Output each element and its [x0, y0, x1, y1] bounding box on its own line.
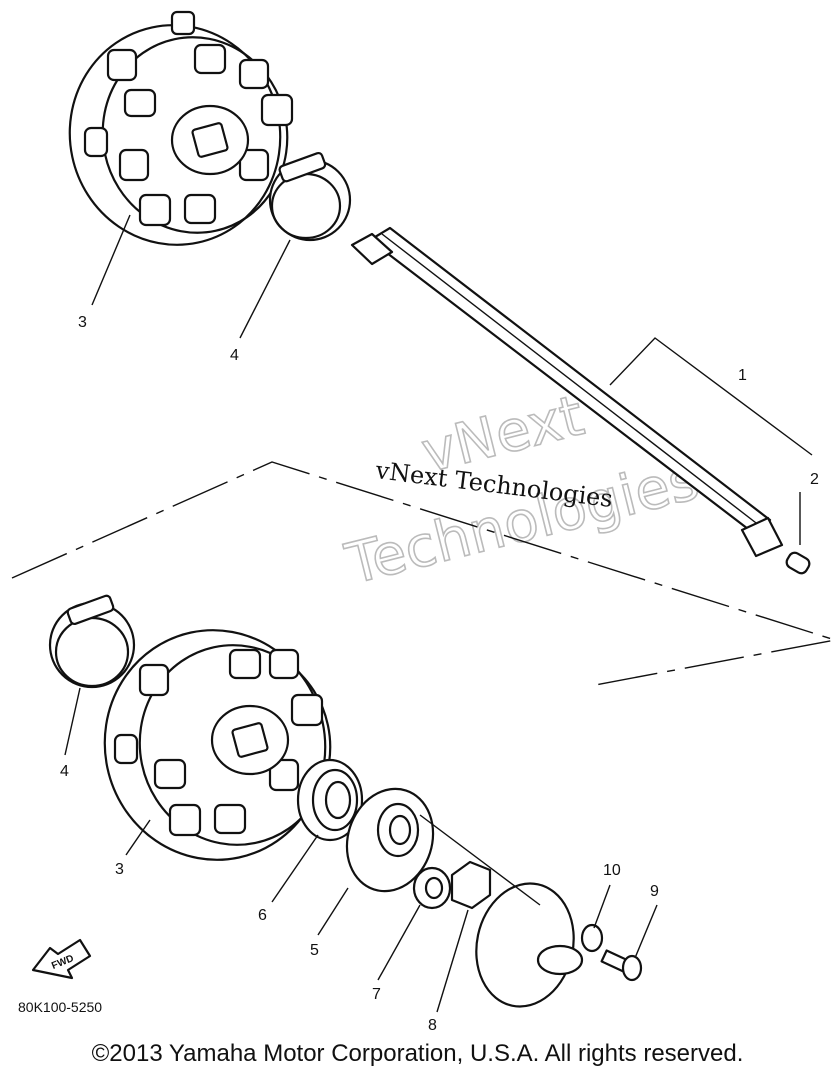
- callout-3-top: 3: [78, 314, 87, 331]
- copyright-notice: ©2013 Yamaha Motor Corporation, U.S.A. A…: [91, 1040, 744, 1067]
- bracket-upper: [609, 337, 813, 456]
- callout-8: 8: [428, 1017, 437, 1030]
- bearing: [296, 758, 364, 842]
- callout-10: 10: [603, 862, 621, 879]
- shaft-cap: [785, 551, 811, 575]
- wheel-hub: [419, 814, 584, 1008]
- nut: [450, 860, 492, 910]
- callout-4-top: 4: [230, 347, 239, 364]
- fwd-arrow-icon: FWD: [31, 938, 92, 980]
- small-washer: [580, 923, 604, 953]
- sprocket-top: [68, 10, 294, 246]
- leader-lines: [64, 214, 801, 1013]
- callout-7: 7: [372, 986, 381, 1003]
- washer: [412, 866, 452, 910]
- callout-1: 1: [738, 367, 747, 384]
- callout-9: 9: [650, 883, 659, 900]
- clamp-band-bottom: [48, 594, 136, 689]
- callout-2: 2: [810, 471, 819, 488]
- bolt: [600, 949, 643, 982]
- drive-shaft: [350, 226, 784, 558]
- exploded-parts-diagram: vNext Technologies: [11, 10, 835, 1030]
- part-code: 80K100-5250: [18, 999, 102, 1015]
- callout-4-bottom: 4: [60, 763, 69, 780]
- assembly-outline: [11, 461, 835, 686]
- sprocket-bottom: [103, 629, 332, 861]
- bearing-housing: [345, 787, 435, 893]
- callout-3-bottom: 3: [115, 861, 124, 878]
- callout-6: 6: [258, 907, 267, 924]
- clamp-band-top: [268, 151, 352, 242]
- callout-5: 5: [310, 942, 319, 959]
